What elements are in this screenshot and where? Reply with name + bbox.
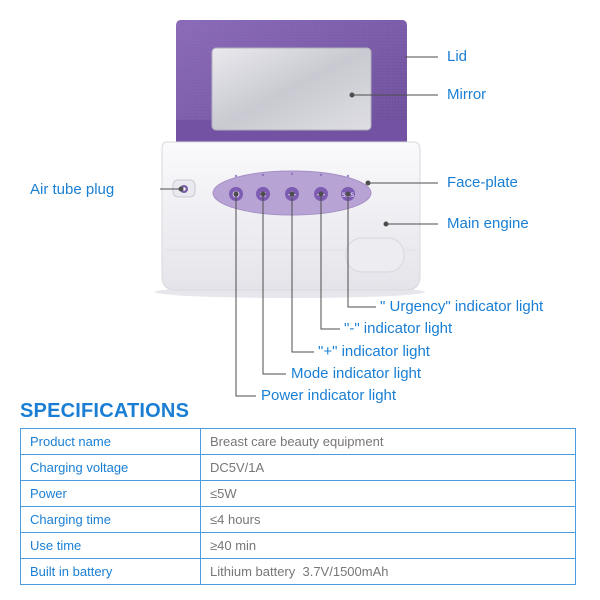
spec-label: Charging time	[20, 506, 201, 533]
leader-lines	[160, 56, 438, 397]
callout-main-engine: Main engine	[447, 215, 529, 232]
main-engine	[155, 141, 425, 298]
table-row: Charging time ≤4 hours	[20, 506, 576, 533]
callout-mirror: Mirror	[447, 86, 487, 103]
table-row: Use time ≥40 min	[20, 532, 576, 559]
spec-value: ≤5W	[200, 480, 576, 507]
callout-lid: Lid	[447, 48, 468, 65]
specifications-table: Product name Breast care beauty equipmen…	[20, 428, 576, 585]
device-illustration: ⏻ M + − SOS	[155, 20, 438, 397]
table-row: Power ≤5W	[20, 480, 576, 507]
spec-value: Breast care beauty equipment	[200, 428, 576, 455]
table-row: Product name Breast care beauty equipmen…	[20, 428, 576, 455]
callout-urgency-light: " Urgency" indicator light	[380, 298, 544, 315]
spec-label: Power	[20, 480, 201, 507]
spec-label: Product name	[20, 428, 201, 455]
spec-value: Lithium battery 3.7V/1500mAh	[200, 558, 576, 585]
specifications-title: SPECIFICATIONS	[20, 400, 190, 422]
callout-plus-light: "+" indicator light	[318, 343, 430, 360]
table-row: Built in battery Lithium battery 3.7V/15…	[20, 558, 576, 585]
spec-value: ≥40 min	[200, 532, 576, 559]
callout-minus-light: "-" indicator light	[344, 320, 453, 337]
callout-mode-light: Mode indicator light	[291, 365, 422, 382]
callout-power-light: Power indicator light	[261, 387, 397, 404]
callout-face-plate: Face-plate	[447, 174, 518, 191]
mirror	[211, 47, 372, 131]
spec-label: Charging voltage	[20, 454, 201, 481]
spec-value: DC5V/1A	[200, 454, 576, 481]
spec-label: Built in battery	[20, 558, 201, 585]
spec-value: ≤4 hours	[200, 506, 576, 533]
table-row: Charging voltage DC5V/1A	[20, 454, 576, 481]
callout-air-tube-plug: Air tube plug	[30, 181, 115, 198]
spec-label: Use time	[20, 532, 201, 559]
